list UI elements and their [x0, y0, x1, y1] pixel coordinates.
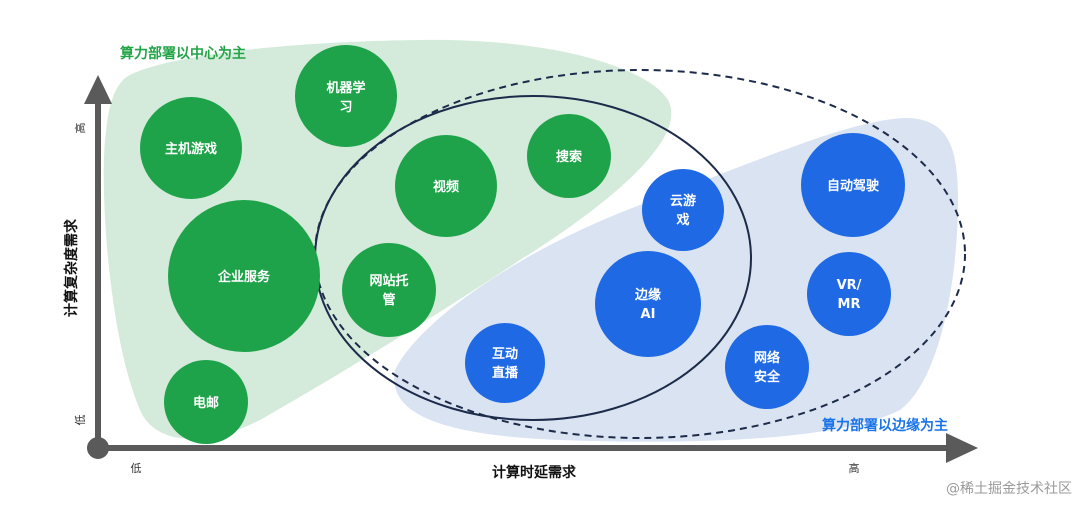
bubble-enterprise-services: 企业服务	[168, 200, 320, 352]
bubble-console-gaming: 主机游戏	[140, 97, 242, 199]
svg-text:边缘: 边缘	[634, 287, 661, 303]
bubble-machine-learning: 机器学 习	[295, 45, 397, 147]
bubble-cloud-gaming: 云游 戏	[642, 169, 724, 251]
watermark: @稀土掘金技术社区	[946, 481, 1072, 497]
svg-text:AI: AI	[641, 307, 656, 322]
svg-text:安全: 安全	[754, 369, 781, 385]
svg-text:搜索: 搜索	[556, 149, 582, 165]
edge-region-label: 算力部署以边缘为主	[822, 417, 948, 434]
svg-text:VR/: VR/	[837, 278, 862, 293]
svg-text:直播: 直播	[492, 365, 519, 381]
svg-text:主机游戏: 主机游戏	[165, 141, 217, 157]
bubble-web-hosting: 网站托 管	[342, 243, 436, 337]
y-axis-arrow	[84, 75, 112, 104]
bubble-email: 电邮	[164, 360, 248, 444]
x-axis-low: 低	[131, 462, 142, 475]
bubble-search: 搜索	[527, 114, 611, 198]
center-region-label: 算力部署以中心为主	[120, 45, 246, 62]
x-axis-arrow	[946, 433, 978, 463]
svg-text:电邮: 电邮	[193, 395, 219, 411]
bubble-autonomous-driving: 自动驾驶	[801, 133, 905, 237]
y-axis-high: 高	[73, 123, 87, 134]
bubble-vr-mr: VR/ MR	[807, 252, 891, 336]
bubble-video: 视频	[395, 135, 497, 237]
edge-dashed-ellipse	[314, 69, 966, 439]
svg-text:习: 习	[339, 100, 352, 115]
bubble-edge-ai: 边缘 AI	[595, 251, 701, 357]
svg-text:MR: MR	[838, 297, 861, 312]
svg-text:自动驾驶: 自动驾驶	[827, 178, 879, 194]
y-axis-low: 低	[74, 415, 87, 426]
svg-text:网络: 网络	[754, 350, 780, 366]
svg-text:网站托: 网站托	[369, 273, 408, 289]
svg-text:云游: 云游	[670, 193, 696, 209]
svg-text:戏: 戏	[675, 212, 689, 228]
bubble-network-security: 网络 安全	[725, 325, 809, 409]
y-axis-label: 计算复杂度需求	[63, 218, 80, 317]
svg-text:互动: 互动	[492, 347, 518, 362]
bubble-live-streaming: 互动 直播	[465, 323, 545, 403]
x-axis-high: 高	[849, 461, 860, 475]
svg-text:机器学: 机器学	[326, 80, 365, 96]
svg-text:视频: 视频	[433, 179, 459, 195]
svg-text:企业服务: 企业服务	[217, 269, 271, 285]
svg-text:管: 管	[382, 292, 395, 308]
axis-origin	[87, 437, 109, 459]
x-axis-label: 计算时延需求	[492, 464, 577, 481]
